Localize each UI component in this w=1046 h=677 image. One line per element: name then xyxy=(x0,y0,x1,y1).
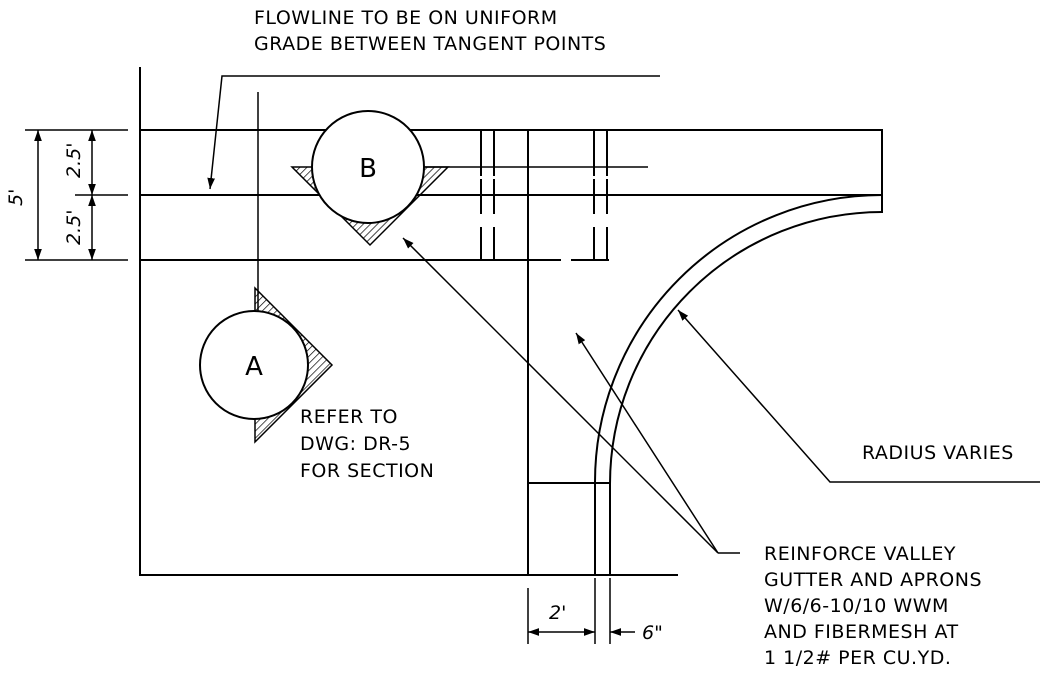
reinforce-note-line-2: GUTTER AND APRONS xyxy=(764,569,982,591)
section-a-label: A xyxy=(245,352,263,382)
section-marker-a: A xyxy=(199,286,334,444)
flowline-note-line-1: FLOWLINE TO BE ON UNIFORM xyxy=(254,7,558,29)
dim-curb-width: 6" xyxy=(642,622,663,644)
flowline-note-line-2: GRADE BETWEEN TANGENT POINTS xyxy=(254,33,606,55)
refer-note-line-3: FOR SECTION xyxy=(300,460,434,482)
refer-note: REFER TO DWG: DR-5 FOR SECTION xyxy=(300,406,434,482)
reinforce-note-line-3: W/6/6-10/10 WWM xyxy=(764,595,949,617)
reinforce-note-line-4: AND FIBERMESH AT xyxy=(764,621,959,643)
dim-overall-width: 5' xyxy=(5,189,27,206)
dim-apron-width: 2' xyxy=(549,602,566,624)
reinforce-note: REINFORCE VALLEY GUTTER AND APRONS W/6/6… xyxy=(764,543,989,669)
section-b-label: B xyxy=(359,154,377,184)
leaders xyxy=(207,75,1040,554)
break-lines xyxy=(480,129,608,259)
gutter-outline xyxy=(139,67,883,576)
section-marker-b: B xyxy=(257,92,648,330)
dim-lower-half: 2.5' xyxy=(63,210,85,245)
dim-upper-half: 2.5' xyxy=(63,143,85,178)
flowline-note: FLOWLINE TO BE ON UNIFORM GRADE BETWEEN … xyxy=(254,7,606,55)
radius-note: RADIUS VARIES xyxy=(862,442,1014,464)
refer-note-line-2: DWG: DR-5 xyxy=(300,433,411,455)
refer-note-line-1: REFER TO xyxy=(300,406,398,428)
reinforce-note-line-1: REINFORCE VALLEY xyxy=(764,543,956,565)
curb-return xyxy=(594,193,884,576)
dimension-left: 5' 2.5' 2.5' xyxy=(5,129,128,261)
dimension-bottom: 2' 6" xyxy=(527,578,663,644)
reinforce-note-line-5: 1 1/2# PER CU.YD. xyxy=(764,647,951,669)
